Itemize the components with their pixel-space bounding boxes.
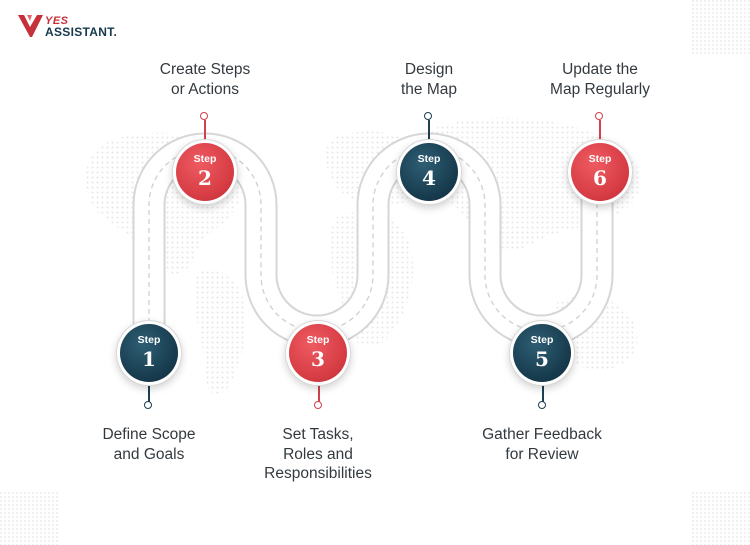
step-6-pin: [599, 120, 601, 146]
step-4-pin: [428, 120, 430, 146]
step-1-pin-dot: [144, 401, 152, 409]
step-3-pin: [318, 377, 320, 403]
step-2-pin: [204, 120, 206, 146]
step-5-pin-dot: [538, 401, 546, 409]
step-4-pin-dot: [424, 112, 432, 120]
step-5-pin: [542, 377, 544, 403]
logo-text-assistant: ASSISTANT.: [45, 25, 118, 39]
corner-texture: [0, 490, 60, 545]
step-2-pin-dot: [200, 112, 208, 120]
roadmap-lane-line: [148, 148, 598, 350]
corner-texture: [690, 0, 750, 55]
step-6-pin-dot: [595, 112, 603, 120]
logo-mark-icon: [18, 15, 43, 37]
logo-text-yes: YES: [45, 15, 69, 27]
step-3-pin-dot: [314, 401, 322, 409]
corner-texture: [690, 490, 750, 545]
step-1-pin: [148, 377, 150, 403]
